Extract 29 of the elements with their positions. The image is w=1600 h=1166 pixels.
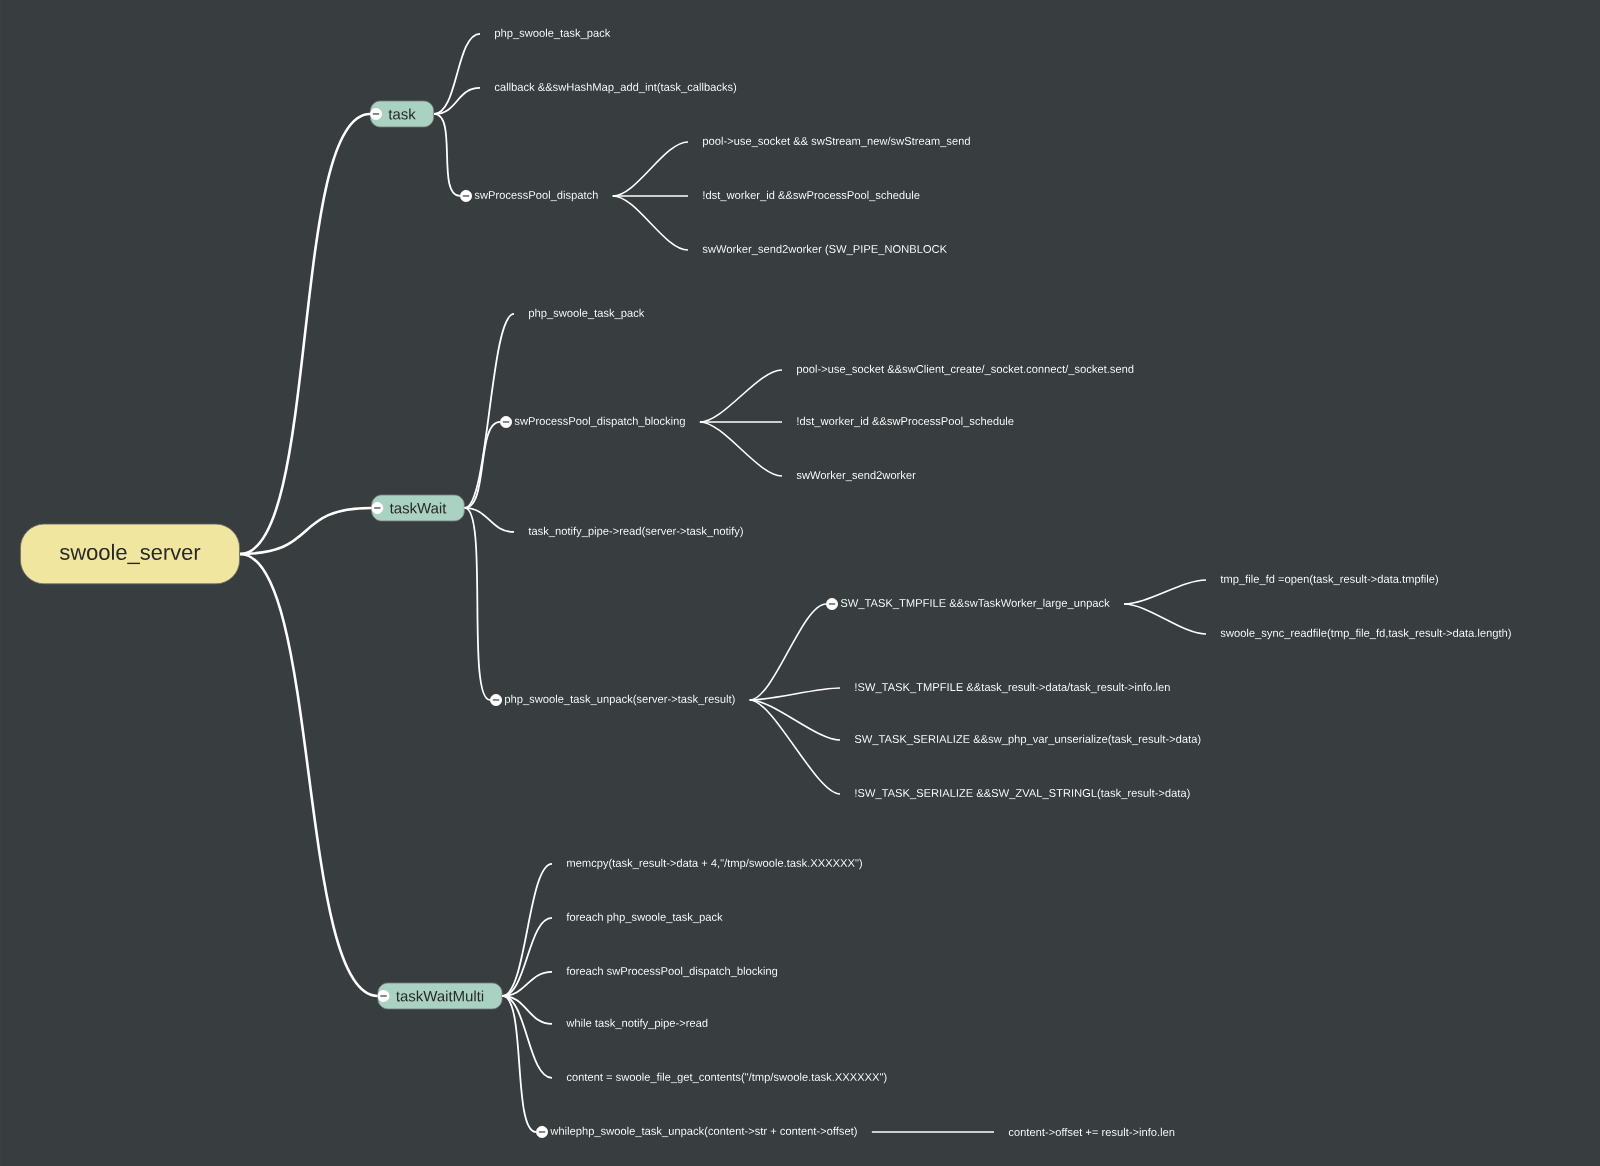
connector-line bbox=[501, 995, 553, 1079]
connector-line bbox=[1123, 603, 1207, 635]
connector-line bbox=[748, 699, 841, 741]
connector-line bbox=[433, 113, 461, 197]
connector-line bbox=[501, 995, 537, 1133]
connector-line bbox=[611, 141, 689, 197]
connector-line bbox=[463, 421, 501, 509]
connector-line bbox=[239, 552, 379, 998]
connector-line bbox=[1123, 579, 1207, 605]
connector-line bbox=[463, 507, 515, 533]
connector-line bbox=[501, 863, 553, 997]
connector-line bbox=[611, 195, 689, 251]
connector-line bbox=[463, 507, 491, 701]
connector-line bbox=[501, 971, 553, 997]
connector-line bbox=[699, 421, 783, 423]
connector-line bbox=[501, 917, 553, 997]
connector-line bbox=[501, 995, 553, 1025]
connector-line bbox=[433, 87, 481, 115]
connector-line bbox=[748, 603, 827, 701]
connector-line bbox=[463, 313, 515, 509]
connector-line bbox=[239, 112, 371, 556]
connector-line bbox=[871, 1131, 995, 1133]
connector-line bbox=[748, 699, 841, 795]
connector-line bbox=[611, 195, 689, 197]
connector-line bbox=[433, 33, 481, 115]
connector-line bbox=[699, 369, 783, 423]
root-topic-box: swoole_server bbox=[20, 523, 240, 585]
connector-line bbox=[748, 687, 841, 701]
connector-line bbox=[699, 421, 783, 477]
